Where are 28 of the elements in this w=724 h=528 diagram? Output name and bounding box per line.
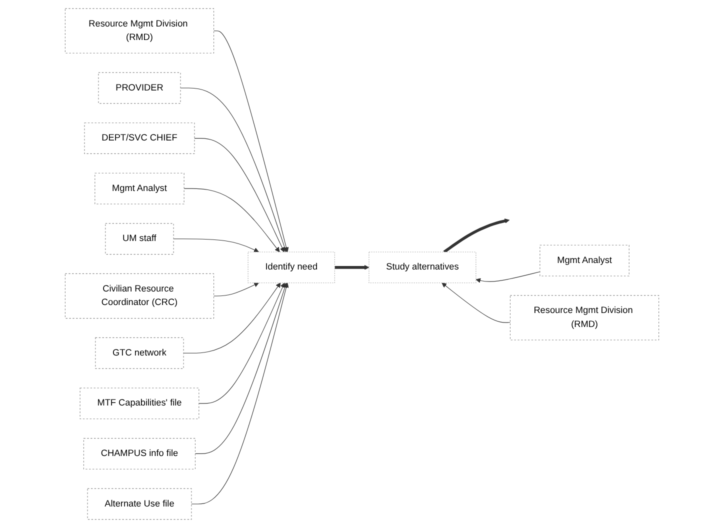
arrow [476,271,540,284]
process-box: Alternate Use file [87,488,192,520]
arrow [194,138,284,252]
process-box: Civilian Resource Coordinator (CRC) [64,273,214,319]
arrow [442,282,511,323]
process-box: UM staff [105,223,174,255]
process-box: MTF Capabilities' file [80,388,200,420]
process-box: DEPT/SVC CHIEF [84,122,195,154]
process-box: Resource Mgmt Division (RMD) [64,8,214,54]
process-box: Mgmt Analyst [94,172,184,204]
process-box: PROVIDER [98,72,181,104]
arrow [198,282,285,404]
arrow [184,188,280,252]
arrow [173,238,259,252]
arrow [213,282,259,296]
process-box: Mgmt Analyst [540,244,630,276]
arrow [191,282,289,504]
process-box: Identify need [248,252,335,284]
arrow [213,30,289,252]
process-box: CHAMPUS info file [83,438,196,470]
arrow [183,282,281,354]
process-box: Resource Mgmt Division (RMD) [510,295,660,340]
arrow [194,282,288,454]
process-box: Study alternatives [368,252,476,284]
process-box: GTC network [95,337,184,369]
arrow [180,88,288,252]
thick-arrow [334,264,370,270]
thick-arrow [443,218,510,254]
